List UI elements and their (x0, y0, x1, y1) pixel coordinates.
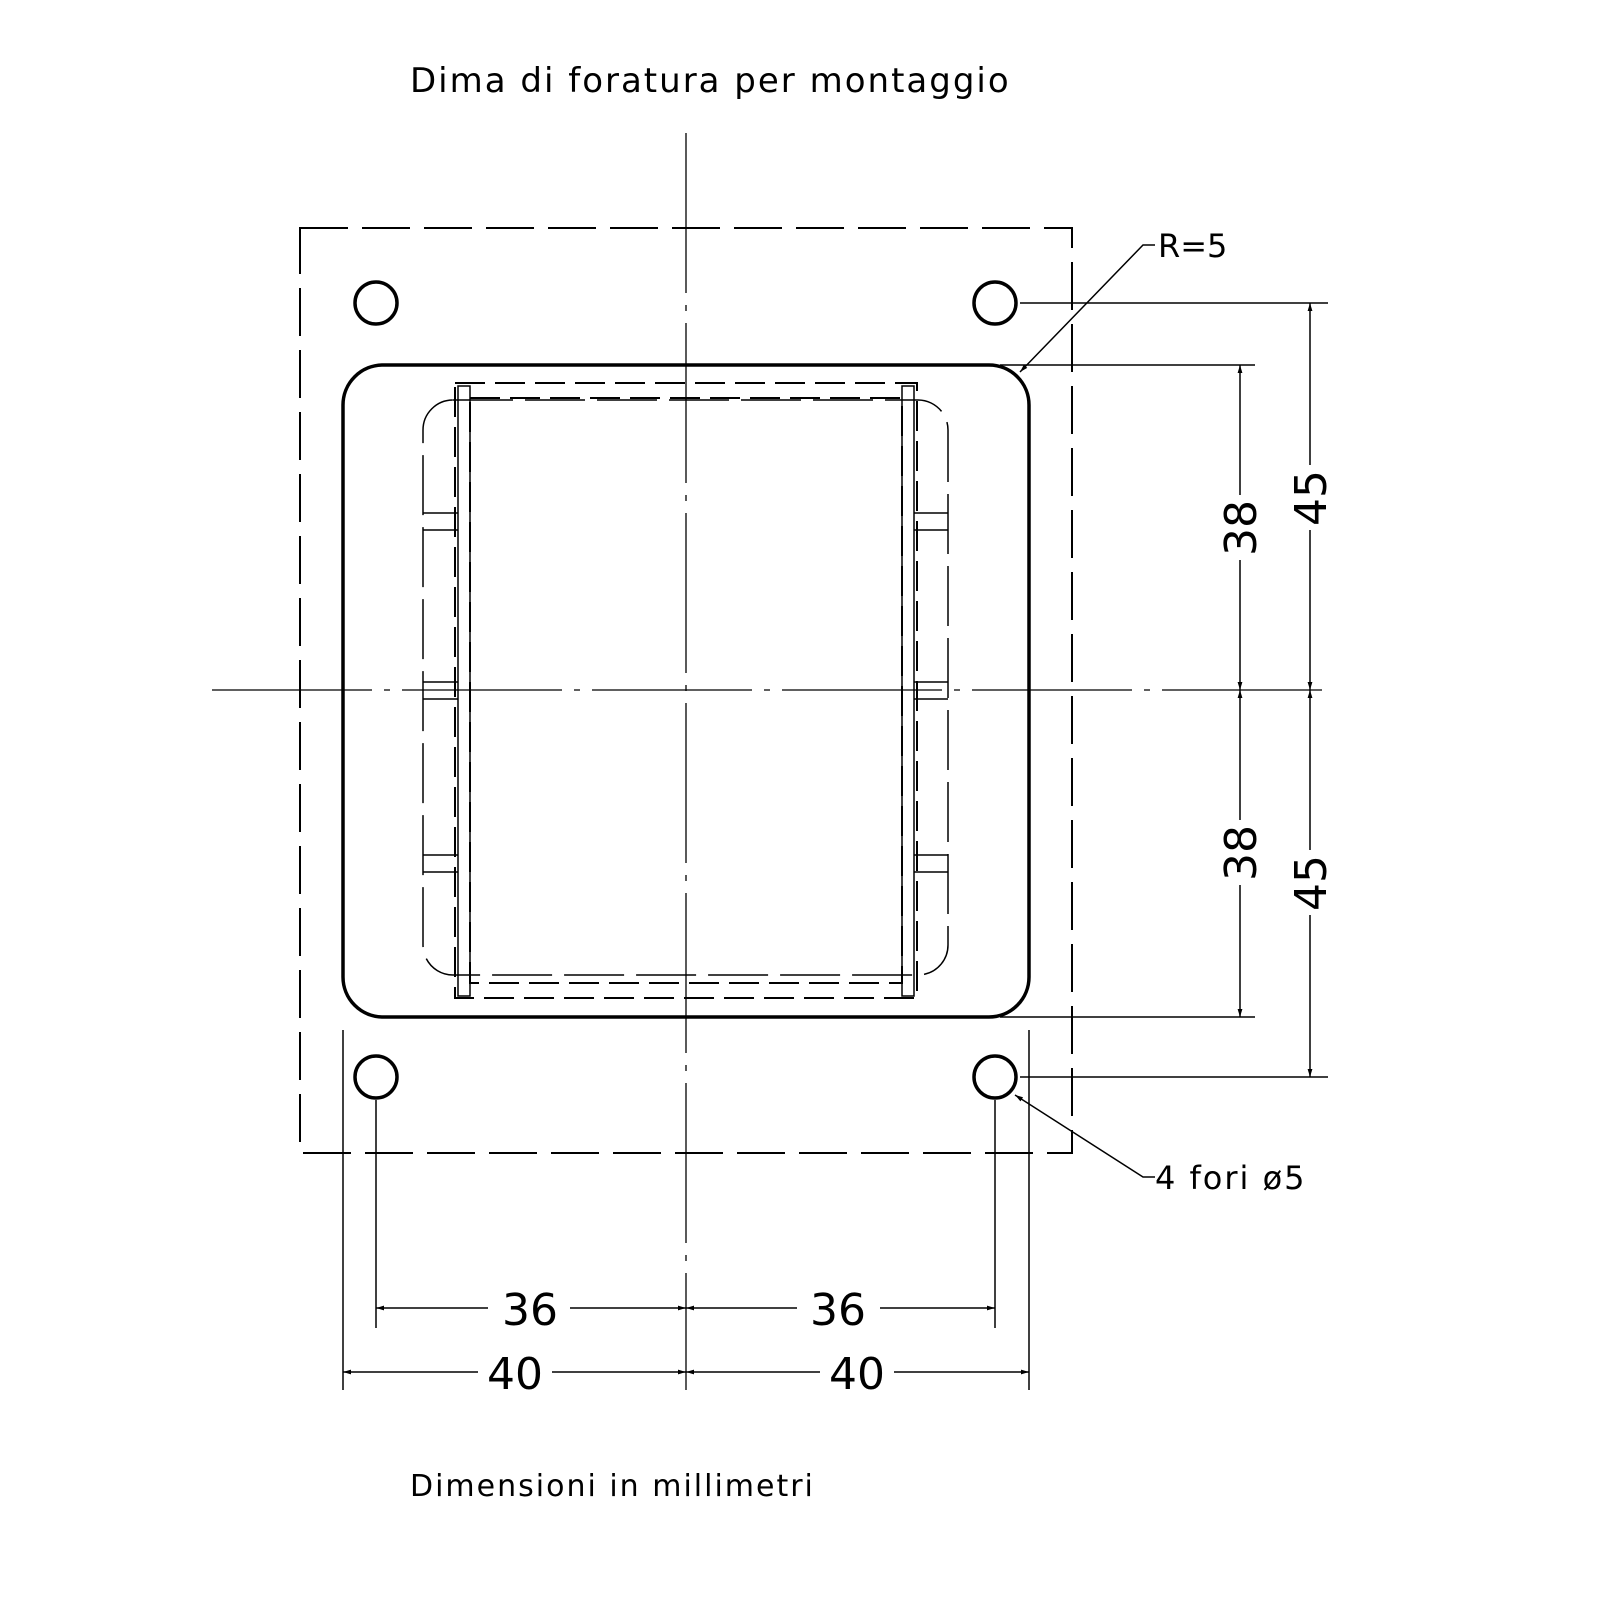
dimension-lines (343, 303, 1313, 1375)
drawing-title: Dima di foratura per montaggio (410, 61, 1011, 101)
dim-36-left: 36 (502, 1285, 558, 1336)
mounting-hole-top-left (353, 280, 399, 326)
dim-38-bottom: 38 (1216, 825, 1267, 881)
radius-annotation: R=5 (1158, 227, 1227, 265)
dim-40-right: 40 (829, 1349, 885, 1400)
mounting-outline-dashed (299, 227, 1073, 1154)
dim-38-top: 38 (1216, 500, 1267, 556)
extension-lines (342, 302, 1328, 1390)
mounting-hole-top-right (972, 280, 1018, 326)
dim-45-top: 45 (1286, 470, 1337, 526)
component-hidden-outline (422, 382, 949, 999)
leader-lines (1014, 244, 1155, 1178)
mounting-hole-bottom-left (353, 1054, 399, 1100)
dim-36-right: 36 (810, 1285, 866, 1336)
cutout-outline (341, 363, 1031, 1019)
dim-45-bottom: 45 (1286, 855, 1337, 911)
mounting-hole-bottom-right (972, 1054, 1018, 1100)
units-note: Dimensioni in millimetri (410, 1469, 815, 1504)
dim-40-left: 40 (487, 1349, 543, 1400)
holes-annotation: 4 fori ø5 (1155, 1159, 1307, 1197)
